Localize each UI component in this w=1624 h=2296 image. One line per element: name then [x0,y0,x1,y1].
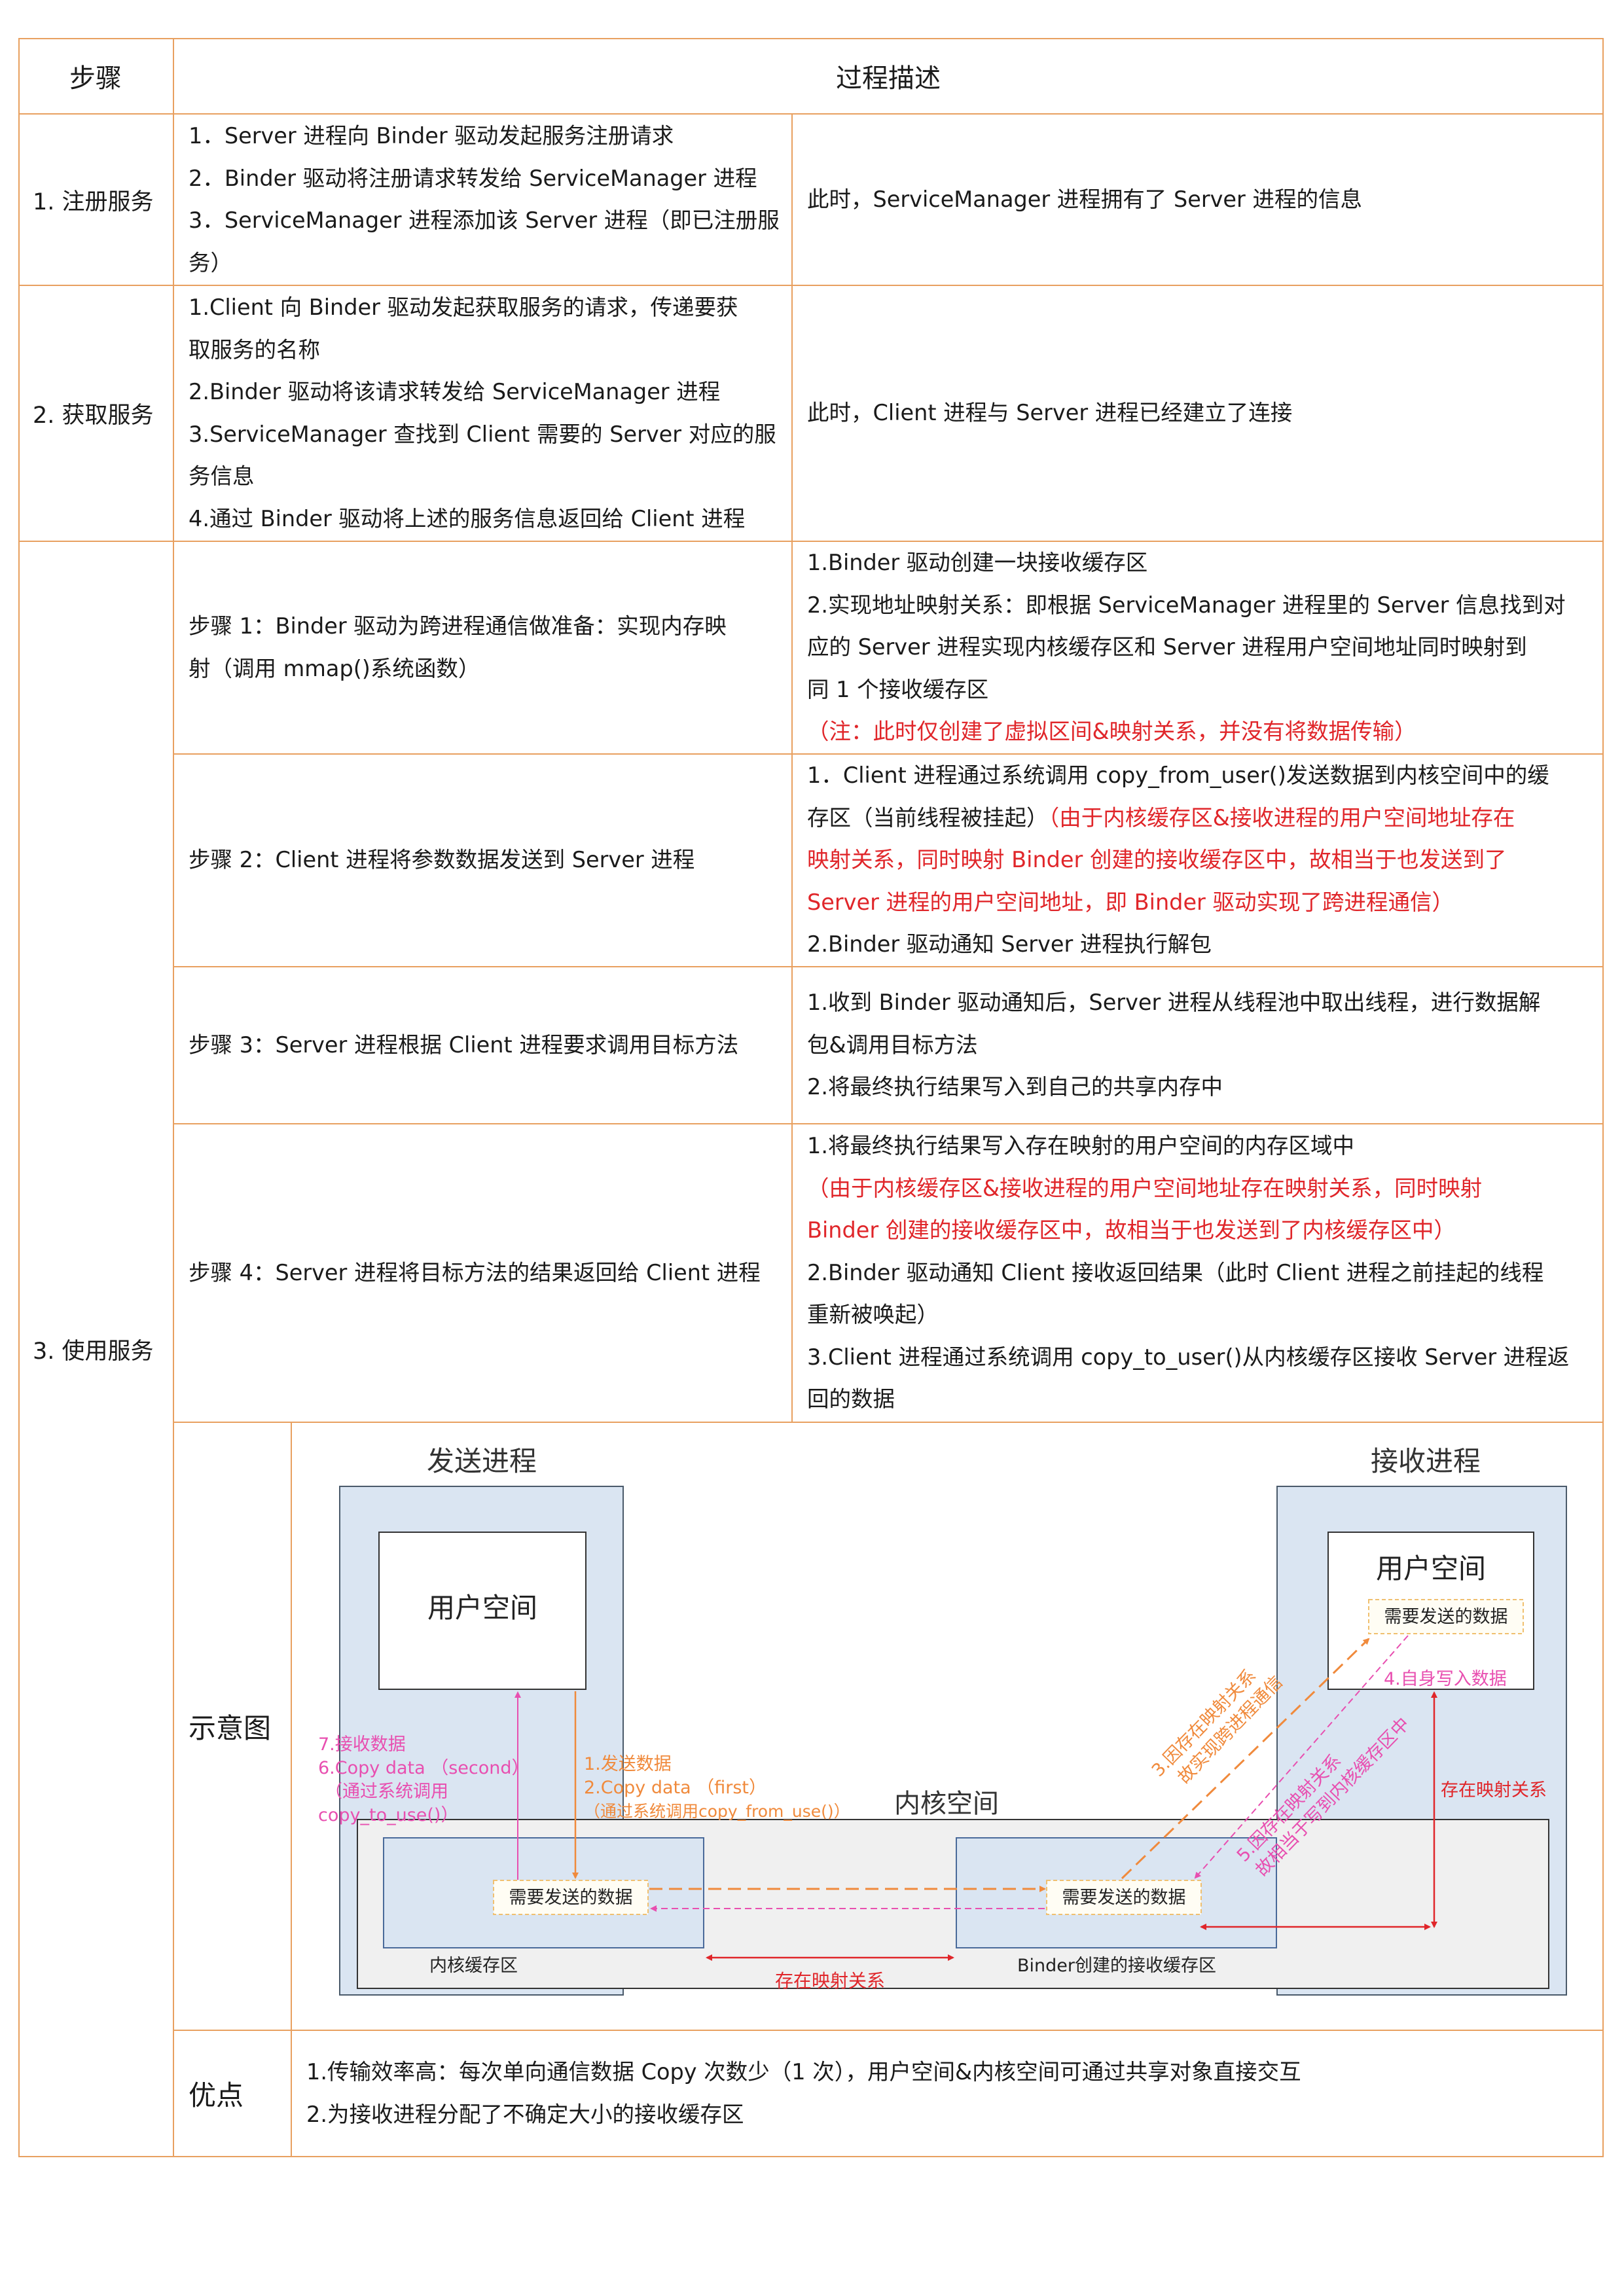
use-step3-desc: 1.收到 Binder 驱动通知后，Server 进程从线程池中取出线程，进行数… [793,967,1604,1124]
row-obtain-label: 2. 获取服务 [18,286,174,542]
recv-note-2: 6.Copy data （second） [318,1758,530,1778]
row-register-label: 1. 注册服务 [18,115,174,286]
use-step4-desc: 1.将最终执行结果写入存在映射的用户空间的内存区域中 （由于内核缓存区&接收进程… [793,1124,1604,1423]
recv-note-4: copy_to_use()） [318,1805,458,1825]
header-step: 步骤 [18,38,174,115]
write-kernel-arrow [1194,1635,1409,1879]
cross-process-arrow [1121,1638,1370,1880]
sender-user-space [378,1532,586,1690]
receiver-title: 接收进程 [1371,1445,1481,1477]
recv-note-3: （通过系统调用 [325,1782,448,1802]
receiver-user-data-label: 需要发送的数据 [1384,1607,1508,1627]
send-note-3: （通过系统调用copy_from_use()） [584,1802,850,1821]
advantage-desc: 1.传输效率高：每次单向通信数据 Copy 次数少（1 次），用户空间&内核空间… [292,2031,1604,2157]
recv-data [1046,1880,1202,1915]
step3-note: 3.因存在映射关系 故实现跨进程通信 [1148,1666,1287,1788]
diagram-cell: 发送进程 接收进程 用户空间 用户空间 需要发送的数据 内核空间 内核缓存区 B… [292,1423,1604,2031]
use-step2-title: 步骤 2：Client 进程将参数数据发送到 Server 进程 [174,755,793,967]
receiver-user-space-label: 用户空间 [1376,1552,1486,1585]
use-step3-title: 步骤 3：Server 进程根据 Client 进程要求调用目标方法 [174,967,793,1124]
diagram-label-cell: 示意图 [174,1423,292,2031]
step4-label: 4.自身写入数据 [1384,1669,1507,1689]
advantage-label-cell: 优点 [174,2031,292,2157]
header-desc: 过程描述 [174,38,1604,115]
receiver-user-data [1368,1599,1524,1634]
use-step1-title: 步骤 1：Binder 驱动为跨进程通信做准备：实现内存映 射（调用 mmap(… [174,542,793,755]
binder-diagram: 发送进程 接收进程 用户空间 用户空间 需要发送的数据 内核空间 内核缓存区 B… [318,1445,1567,1996]
recv-data-label: 需要发送的数据 [1062,1888,1186,1908]
use-step4-title: 步骤 4：Server 进程将目标方法的结果返回给 Client 进程 [174,1124,793,1423]
use-step2-desc: 1．Client 进程通过系统调用 copy_from_user()发送数据到内… [793,755,1604,967]
mapping-label-buffers: 存在映射关系 [775,1970,885,1992]
row-obtain-steps: 1.Client 向 Binder 驱动发起获取服务的请求，传递要获 取服务的名… [174,286,793,542]
row-register-result: 此时，ServiceManager 进程拥有了 Server 进程的信息 [793,115,1604,286]
process-table: 步骤 过程描述 1. 注册服务 1．Server 进程向 Binder 驱动发起… [18,38,1604,2157]
recv-note-1: 7.接收数据 [318,1734,406,1755]
recv-buffer-label: Binder创建的接收缓存区 [1017,1956,1216,1976]
row-use-label: 3. 使用服务 [18,542,174,2157]
row-obtain-result: 此时，Client 进程与 Server 进程已经建立了连接 [793,286,1604,542]
kernel-data-label: 需要发送的数据 [509,1888,633,1908]
kernel-space-label: 内核空间 [894,1789,999,1819]
row-register-steps: 1．Server 进程向 Binder 驱动发起服务注册请求 2．Binder … [174,115,793,286]
mapping-label-vertical: 存在映射关系 [1441,1780,1547,1801]
send-note-2: 2.Copy data （first） [584,1778,767,1798]
sender-user-space-label: 用户空间 [427,1592,537,1624]
kernel-data [493,1880,649,1915]
send-note-1: 1.发送数据 [584,1754,672,1774]
use-step1-desc: 1.Binder 驱动创建一块接收缓存区 2.实现地址映射关系：即根据 Serv… [793,542,1604,755]
kernel-buffer-label: 内核缓存区 [429,1956,518,1976]
sender-title: 发送进程 [427,1445,537,1477]
